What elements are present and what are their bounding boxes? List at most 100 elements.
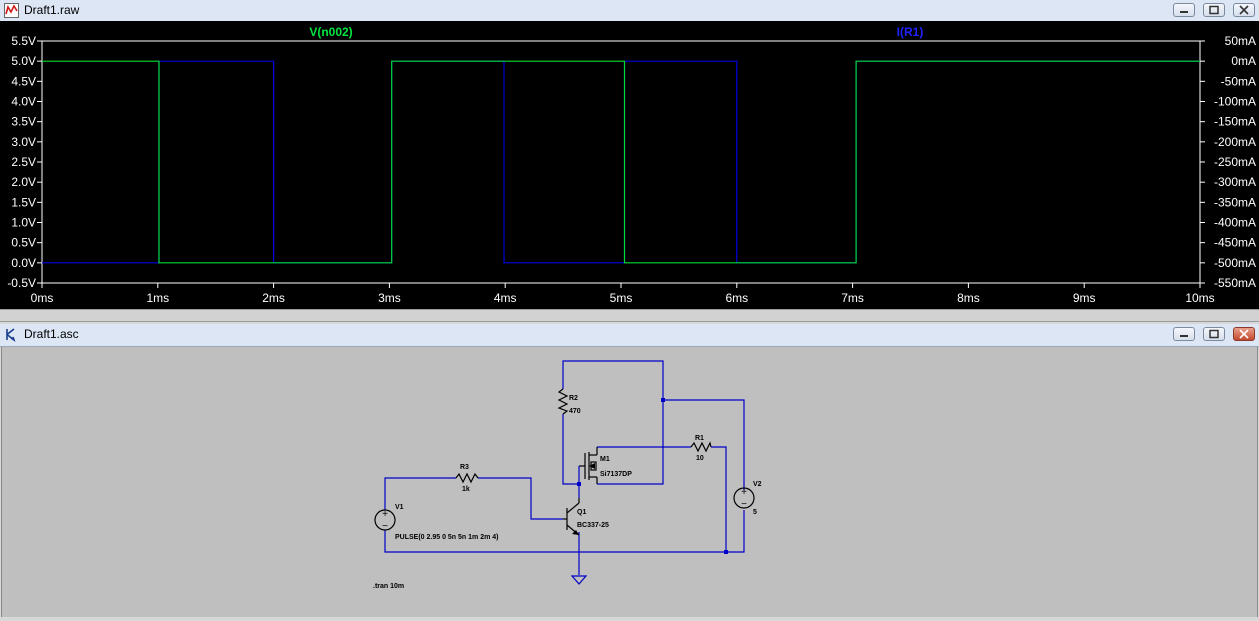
schematic-minimize-button[interactable]: [1173, 327, 1195, 341]
q1-emitter-arrow-icon: [572, 530, 579, 535]
y-left-tick-label: 4.0V: [11, 95, 36, 109]
y-right-tick-label: 50mA: [1225, 34, 1256, 48]
y-right-tick-label: -150mA: [1214, 115, 1256, 129]
ground-icon: [570, 575, 588, 585]
y-left-tick-label: 1.0V: [11, 216, 36, 230]
wire: [562, 360, 664, 485]
y-left-tick-label: 1.5V: [11, 195, 36, 209]
x-tick-label: 2ms: [262, 291, 285, 305]
resistor-zigzag: [557, 388, 569, 415]
plot-background: [0, 21, 1259, 309]
x-tick-label: 5ms: [610, 291, 633, 305]
v1-value: PULSE(0 2.95 0 5n 5n 1m 2m 4): [395, 534, 499, 541]
ground-symbol[interactable]: [570, 575, 588, 585]
close-icon: [1239, 5, 1249, 15]
minimize-icon: [1180, 11, 1188, 13]
junction-dot: [724, 550, 728, 554]
y-left-tick-label: 4.5V: [11, 74, 36, 88]
m1-ref: M1: [600, 456, 610, 463]
wire: [663, 399, 745, 490]
wire: [562, 414, 579, 485]
mosfet-m1[interactable]: M1 Si7137DP: [578, 447, 632, 484]
plot-window-titlebar[interactable]: Draft1.raw: [0, 0, 1259, 22]
x-tick-label: 10ms: [1185, 291, 1214, 305]
r2-ref: R2: [569, 395, 578, 402]
voltage-source-v2[interactable]: + − V2 5: [733, 481, 762, 516]
q1-value: BC337-25: [577, 522, 609, 529]
resistor-r1[interactable]: R1 10: [690, 435, 712, 462]
voltage-source-v1[interactable]: + − V1 PULSE(0 2.95 0 5n 5n 1m 2m 4): [374, 504, 499, 541]
r3-ref: R3: [460, 464, 469, 471]
traces: [42, 60, 1200, 264]
y-left-tick-label: 5.5V: [11, 34, 36, 48]
x-tick-label: 6ms: [725, 291, 748, 305]
source-circle: [733, 487, 755, 509]
y-right-tick-label: -550mA: [1214, 276, 1256, 290]
m1-arrow-icon: [589, 463, 595, 469]
resistor-r3[interactable]: R3 1k: [455, 464, 479, 493]
y-left-tick-label: -0.5V: [7, 276, 36, 290]
q1-ref: Q1: [577, 509, 586, 516]
waveform-icon: [4, 3, 19, 18]
v2-ref: V2: [753, 481, 762, 488]
close-button[interactable]: [1233, 3, 1255, 17]
spice-directive[interactable]: .tran 10m: [373, 583, 404, 590]
restore-button[interactable]: [1203, 3, 1225, 17]
y-left-tick-label: 0.0V: [11, 256, 36, 270]
transistor-q1[interactable]: Q1 BC337-25: [563, 498, 609, 536]
wire: [384, 530, 726, 553]
resistor-zigzag: [690, 441, 712, 453]
x-tick-label: 1ms: [146, 291, 169, 305]
trace-label-i-r1[interactable]: I(R1): [897, 25, 924, 39]
r1-ref: R1: [695, 435, 704, 442]
wire: [384, 477, 456, 510]
wire: [726, 510, 745, 553]
wires: [384, 360, 745, 575]
y-right-tick-label: 0mA: [1231, 54, 1256, 68]
source-circle: [374, 509, 396, 531]
left-axis: 5.5V 5.0V 4.5V 4.0V 3.5V 3.0V 2.5V 2.0V 1.5V 1.0V…: [7, 34, 42, 290]
schematic-drawing[interactable]: + − V1 PULSE(0 2.95 0 5n 5n 1m 2m 4) R3 …: [2, 347, 1259, 617]
wire: [478, 477, 563, 520]
y-left-tick-label: 3.0V: [11, 135, 36, 149]
m1-value: Si7137DP: [600, 471, 632, 478]
waveform-chart[interactable]: 5.5V 5.0V 4.5V 4.0V 3.5V 3.0V 2.5V 2.0V 1.5V 1.0V…: [0, 21, 1259, 309]
y-right-tick-label: -200mA: [1214, 135, 1256, 149]
trace-label-v-n002[interactable]: V(n002): [309, 25, 352, 39]
schematic-window-titlebar[interactable]: Draft1.asc: [0, 324, 1259, 347]
restore-icon: [1209, 329, 1219, 339]
x-tick-label: 4ms: [494, 291, 517, 305]
window-separator: [0, 309, 1259, 322]
y-left-tick-label: 3.5V: [11, 115, 36, 129]
y-right-tick-label: -250mA: [1214, 155, 1256, 169]
y-left-tick-label: 5.0V: [11, 54, 36, 68]
schematic-restore-button[interactable]: [1203, 327, 1225, 341]
source-minus-icon: −: [741, 499, 747, 510]
source-plus-icon: +: [741, 487, 747, 498]
minimize-icon: [1180, 335, 1188, 337]
y-right-tick-label: -50mA: [1221, 74, 1256, 88]
waveform-plot-pane[interactable]: 5.5V 5.0V 4.5V 4.0V 3.5V 3.0V 2.5V 2.0V 1.5V 1.0V…: [0, 21, 1259, 309]
y-right-tick-label: -300mA: [1214, 175, 1256, 189]
x-tick-label: 3ms: [378, 291, 401, 305]
m1-diode: [590, 461, 597, 471]
y-left-tick-label: 2.5V: [11, 155, 36, 169]
schematic-canvas[interactable]: + − V1 PULSE(0 2.95 0 5n 5n 1m 2m 4) R3 …: [1, 347, 1258, 617]
schematic-window-title: Draft1.asc: [24, 327, 79, 341]
x-tick-label: 9ms: [1073, 291, 1096, 305]
trace-v-n002: [42, 60, 1200, 264]
wire: [711, 446, 727, 552]
r1-value: 10: [696, 455, 704, 462]
schematic-icon: [6, 328, 16, 342]
x-tick-label: 7ms: [841, 291, 864, 305]
resistor-r2[interactable]: R2 470: [557, 388, 581, 415]
schematic-close-button[interactable]: [1233, 327, 1255, 341]
y-left-tick-label: 2.0V: [11, 175, 36, 189]
plot-window-title: Draft1.raw: [24, 3, 80, 17]
minimize-button[interactable]: [1173, 3, 1195, 17]
x-tick-label: 0ms: [31, 291, 54, 305]
y-right-tick-label: -450mA: [1214, 236, 1256, 250]
restore-icon: [1209, 5, 1219, 15]
r2-value: 470: [569, 408, 581, 415]
